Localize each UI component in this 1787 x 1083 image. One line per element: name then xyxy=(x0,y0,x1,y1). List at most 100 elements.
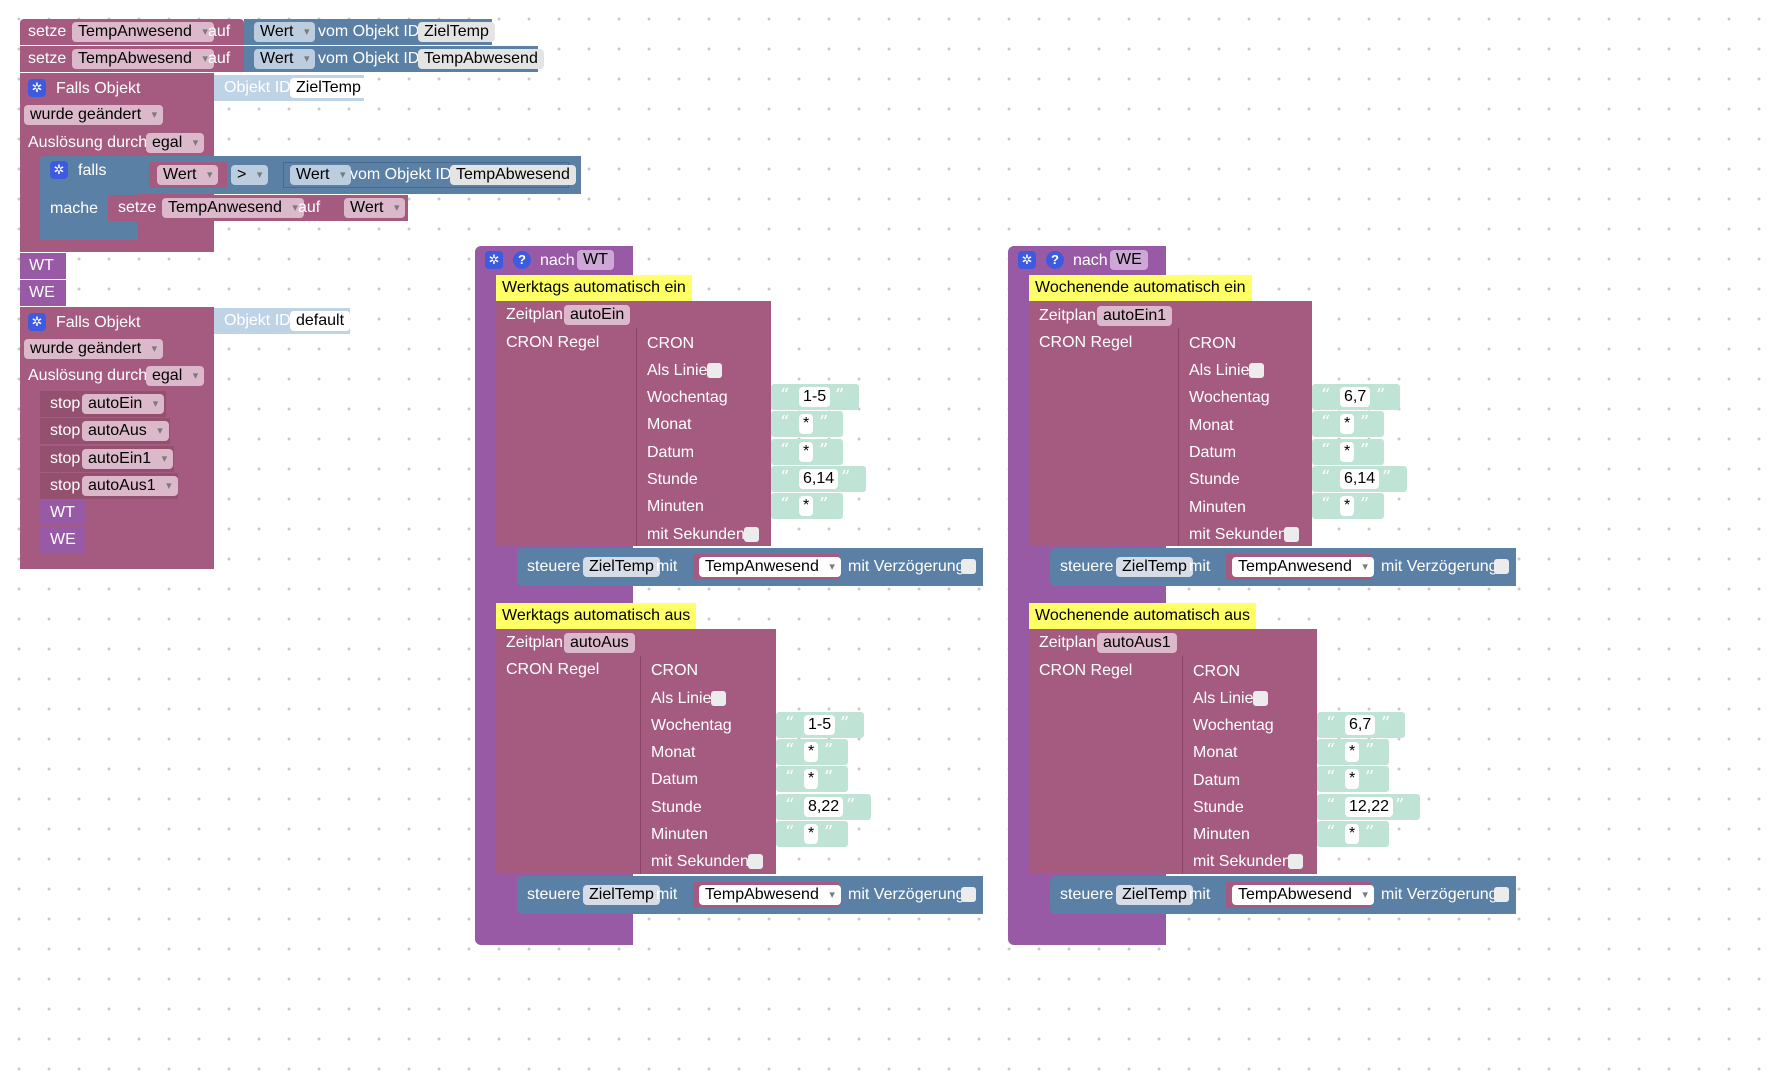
cron-block-wt-on[interactable]: CRON Als Linie Wochentag Monat Datum Stu… xyxy=(636,328,771,546)
trigger-source-dropdown[interactable]: egal xyxy=(146,366,205,386)
local-value-block[interactable]: Wert xyxy=(149,162,227,188)
value-dropdown[interactable]: TempAnwesend xyxy=(1232,557,1374,577)
get-value-block-1[interactable]: Wert vom Objekt ID ZielTemp xyxy=(244,19,495,45)
text-value[interactable]: * xyxy=(1340,414,1355,434)
call-wt-block[interactable]: WT xyxy=(20,253,66,279)
stop-block-2[interactable]: stop autoAus xyxy=(40,418,170,444)
mit-sekunden-checkbox[interactable] xyxy=(1284,527,1299,542)
text-wochentag[interactable]: “6,7” xyxy=(1317,712,1405,738)
text-value[interactable]: * xyxy=(799,496,814,516)
text-value[interactable]: 6,14 xyxy=(799,469,839,489)
als-linie-checkbox[interactable] xyxy=(1249,363,1264,378)
text-value[interactable]: * xyxy=(804,742,819,762)
stop-block-4[interactable]: stop autoAus1 xyxy=(40,473,178,499)
object-id-field[interactable]: TempAbwesend xyxy=(450,165,576,185)
text-stunde[interactable]: “6,14” xyxy=(771,466,866,492)
schedule-dropdown[interactable]: autoAus xyxy=(82,421,169,441)
delay-checkbox[interactable] xyxy=(961,559,976,574)
attribute-dropdown[interactable]: Wert xyxy=(254,22,316,42)
text-value[interactable]: * xyxy=(1340,496,1355,516)
gear-icon[interactable]: ✲ xyxy=(50,161,68,179)
text-value[interactable]: 12,22 xyxy=(1345,797,1394,817)
procedure-name-field[interactable]: WT xyxy=(577,250,614,270)
object-id-field[interactable]: ZielTemp xyxy=(290,78,367,98)
cron-block-we-on[interactable]: CRON Als Linie Wochentag Monat Datum Stu… xyxy=(1178,328,1312,546)
text-value[interactable]: * xyxy=(1340,442,1355,462)
mit-sekunden-checkbox[interactable] xyxy=(744,527,759,542)
mit-sekunden-checkbox[interactable] xyxy=(748,854,763,869)
local-value-block[interactable]: Wert xyxy=(338,195,408,221)
get-value-block[interactable]: Wert vom Objekt ID TempAbwesend xyxy=(283,162,576,188)
text-value[interactable]: * xyxy=(804,824,819,844)
delay-checkbox[interactable] xyxy=(961,887,976,902)
text-value[interactable]: * xyxy=(799,414,814,434)
text-wochentag[interactable]: “1-5” xyxy=(776,712,864,738)
text-monat[interactable]: “*” xyxy=(1317,739,1389,765)
compare-block[interactable]: Wert > Wert vom Objekt ID TempAbwesend xyxy=(137,156,581,194)
text-datum[interactable]: “*” xyxy=(1312,439,1384,465)
control-block-wt-on[interactable]: steuere ZielTemp mit TempAnwesend mit Ve… xyxy=(517,548,983,586)
text-value[interactable]: 6,7 xyxy=(1340,387,1371,407)
als-linie-checkbox[interactable] xyxy=(711,691,726,706)
call-wt-block-2[interactable]: WT xyxy=(40,500,86,526)
cron-block-wt-off[interactable]: CRON Als Linie Wochentag Monat Datum Stu… xyxy=(640,656,776,874)
variable-dropdown[interactable]: TempAnwesend xyxy=(72,22,214,42)
control-block-wt-off[interactable]: steuere ZielTemp mit TempAbwesend mit Ve… xyxy=(517,876,983,914)
text-monat[interactable]: “*” xyxy=(1312,411,1384,437)
text-value[interactable]: * xyxy=(1345,769,1360,789)
change-type-dropdown[interactable]: wurde geändert xyxy=(24,105,164,125)
text-value[interactable]: * xyxy=(799,442,814,462)
attribute-dropdown[interactable]: Wert xyxy=(254,49,316,69)
object-id-field[interactable]: TempAbwesend xyxy=(418,49,544,69)
operator-dropdown[interactable]: > xyxy=(231,165,269,185)
object-id-field[interactable]: default xyxy=(290,311,351,331)
target-object-field[interactable]: ZielTemp xyxy=(1116,885,1193,905)
stop-block-1[interactable]: stop autoEin xyxy=(40,391,166,417)
control-block-we-on[interactable]: steuere ZielTemp mit TempAnwesend mit Ve… xyxy=(1050,548,1516,586)
text-stunde[interactable]: “12,22” xyxy=(1317,794,1420,820)
text-value[interactable]: 1-5 xyxy=(804,715,836,735)
text-minuten[interactable]: “*” xyxy=(771,493,843,519)
text-minuten[interactable]: “*” xyxy=(776,821,848,847)
gear-icon[interactable]: ✲ xyxy=(485,251,503,269)
text-datum[interactable]: “*” xyxy=(776,766,848,792)
text-value[interactable]: 8,22 xyxy=(804,797,844,817)
value-block[interactable]: TempAnwesend xyxy=(693,554,841,580)
variable-dropdown[interactable]: TempAbwesend xyxy=(72,49,214,69)
als-linie-checkbox[interactable] xyxy=(707,363,722,378)
target-object-field[interactable]: ZielTemp xyxy=(583,557,660,577)
text-wochentag[interactable]: “6,7” xyxy=(1312,384,1400,410)
get-value-block-2[interactable]: Wert vom Objekt ID TempAbwesend xyxy=(244,46,544,72)
schedule-dropdown[interactable]: autoEin xyxy=(82,394,165,414)
text-datum[interactable]: “*” xyxy=(771,439,843,465)
text-monat[interactable]: “*” xyxy=(771,411,843,437)
trigger-object-block-2[interactable]: Objekt ID default xyxy=(214,308,351,334)
value-dropdown[interactable]: TempAbwesend xyxy=(699,885,841,905)
value-dropdown[interactable]: Wert xyxy=(344,198,406,218)
text-value[interactable]: 6,7 xyxy=(1345,715,1376,735)
schedule-dropdown[interactable]: autoAus1 xyxy=(82,476,178,496)
schedule-name-field[interactable]: autoEin xyxy=(564,305,631,325)
text-value[interactable]: 6,14 xyxy=(1340,469,1380,489)
target-object-field[interactable]: ZielTemp xyxy=(1116,557,1193,577)
gear-icon[interactable]: ✲ xyxy=(28,313,46,331)
value-block[interactable]: TempAbwesend xyxy=(1226,882,1374,908)
mit-sekunden-checkbox[interactable] xyxy=(1288,854,1303,869)
variable-dropdown[interactable]: TempAnwesend xyxy=(162,198,304,218)
set-block-2[interactable]: setze TempAbwesend auf xyxy=(20,46,244,72)
delay-checkbox[interactable] xyxy=(1494,887,1509,902)
schedule-name-field[interactable]: autoAus xyxy=(564,633,635,653)
schedule-dropdown[interactable]: autoEin1 xyxy=(82,449,174,469)
value-dropdown[interactable]: TempAbwesend xyxy=(1232,885,1374,905)
set-block-1[interactable]: setze TempAnwesend auf xyxy=(20,19,244,45)
als-linie-checkbox[interactable] xyxy=(1253,691,1268,706)
set-block-3[interactable]: setze TempAnwesend auf xyxy=(108,195,338,221)
gear-icon[interactable]: ✲ xyxy=(28,79,46,97)
text-value[interactable]: * xyxy=(1345,742,1360,762)
call-we-block[interactable]: WE xyxy=(20,280,66,306)
text-stunde[interactable]: “6,14” xyxy=(1312,466,1407,492)
gear-icon[interactable]: ✲ xyxy=(1018,251,1036,269)
value-block[interactable]: TempAnwesend xyxy=(1226,554,1374,580)
value-dropdown[interactable]: TempAnwesend xyxy=(699,557,841,577)
text-datum[interactable]: “*” xyxy=(1317,766,1389,792)
